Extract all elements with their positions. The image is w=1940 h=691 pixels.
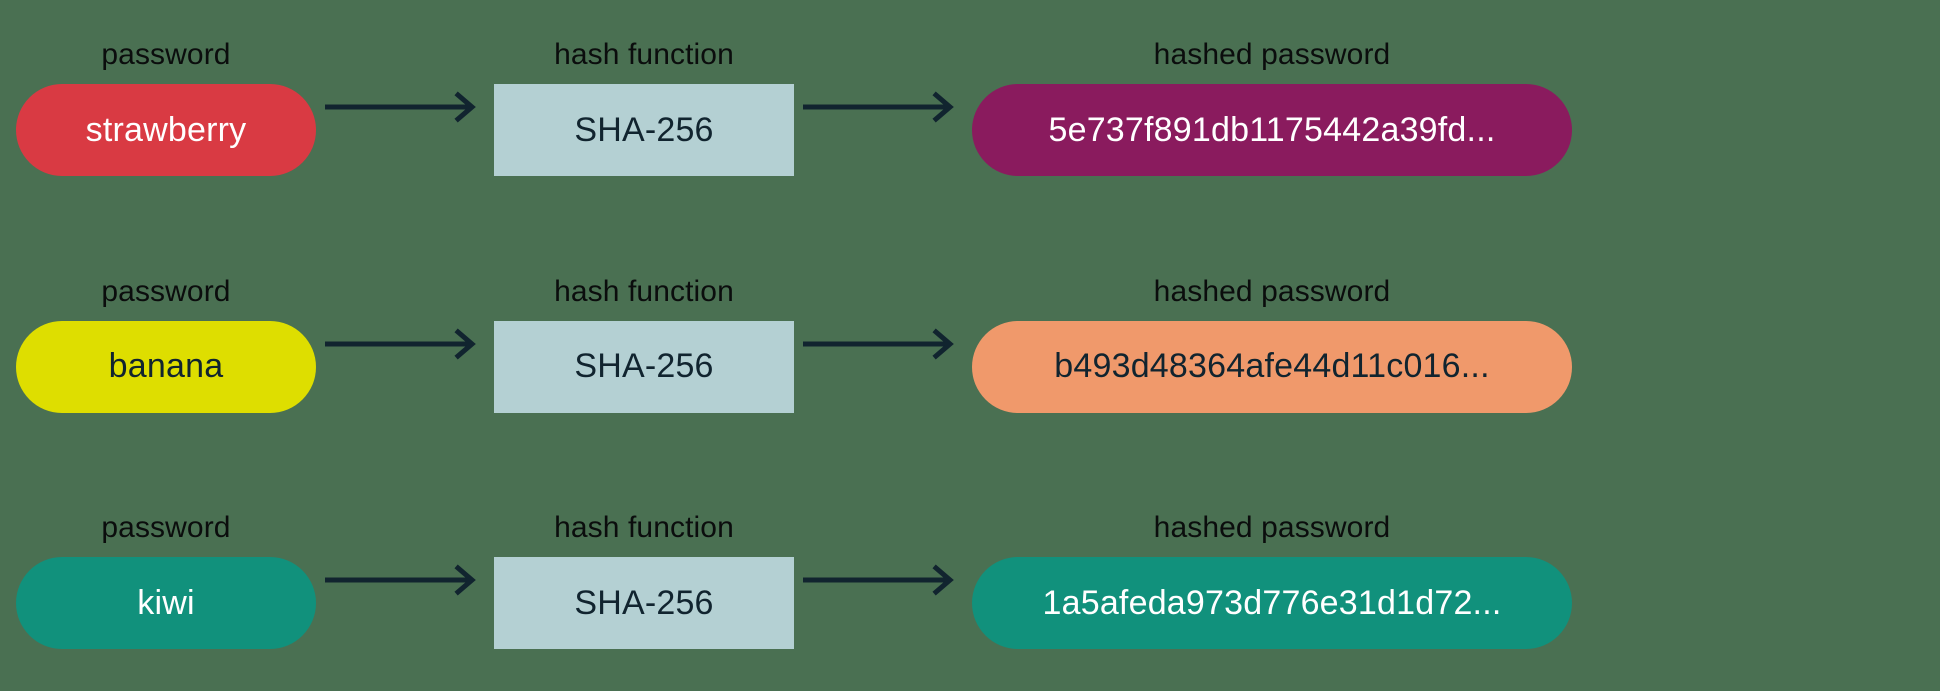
hashed-password-label: hashed password: [1153, 274, 1391, 308]
hashed-password-column: hashed password b493d48364afe44d11c016..…: [972, 275, 1572, 413]
arrow-right-icon: [316, 61, 494, 153]
arrow-hashfn-to-hashed: [794, 61, 972, 153]
hash-function-label: hash function: [554, 511, 734, 544]
arrow-password-to-hashfn: [316, 534, 494, 626]
arrow-hashfn-to-hashed: [794, 534, 972, 626]
arrow-right-icon: [794, 534, 972, 626]
hashed-password-pill: 5e737f891db1175442a39fd...: [972, 84, 1572, 176]
hashed-password-label: hashed password: [1153, 511, 1391, 544]
hashed-password-column: hashed password 1a5afeda973d776e31d1d72.…: [972, 511, 1572, 649]
hashed-password-label: hashed password: [1153, 38, 1391, 71]
hash-function-column: hash function SHA-256: [494, 511, 794, 649]
password-pill: strawberry: [16, 84, 316, 176]
hash-row: password kiwi hash function SHA-256: [0, 491, 1940, 669]
arrow-right-icon: [794, 298, 972, 390]
password-label: password: [101, 511, 231, 544]
password-label: password: [101, 274, 231, 308]
hash-function-label: hash function: [554, 38, 734, 71]
hash-row: password banana hash function SHA-256: [0, 255, 1940, 433]
hash-function-label: hash function: [554, 274, 734, 308]
hashed-password-column: hashed password 5e737f891db1175442a39fd.…: [972, 38, 1572, 176]
arrow-right-icon: [316, 534, 494, 626]
hash-function-column: hash function SHA-256: [494, 38, 794, 176]
hash-function-column: hash function SHA-256: [494, 275, 794, 413]
arrow-password-to-hashfn: [316, 298, 494, 390]
arrow-password-to-hashfn: [316, 61, 494, 153]
hashed-password-pill: 1a5afeda973d776e31d1d72...: [972, 557, 1572, 649]
hashed-password-pill: b493d48364afe44d11c016...: [972, 320, 1572, 413]
arrow-hashfn-to-hashed: [794, 298, 972, 390]
hash-row: password strawberry hash function SHA-25…: [0, 18, 1940, 196]
password-label: password: [101, 38, 231, 71]
arrow-right-icon: [794, 61, 972, 153]
password-column: password strawberry: [16, 38, 316, 176]
password-pill: kiwi: [16, 557, 316, 649]
password-column: password banana: [16, 275, 316, 413]
hash-function-box: SHA-256: [494, 84, 794, 176]
hash-function-box: SHA-256: [494, 557, 794, 649]
arrow-right-icon: [316, 298, 494, 390]
password-column: password kiwi: [16, 511, 316, 649]
hash-function-box: SHA-256: [494, 320, 794, 413]
password-pill: banana: [16, 320, 316, 413]
